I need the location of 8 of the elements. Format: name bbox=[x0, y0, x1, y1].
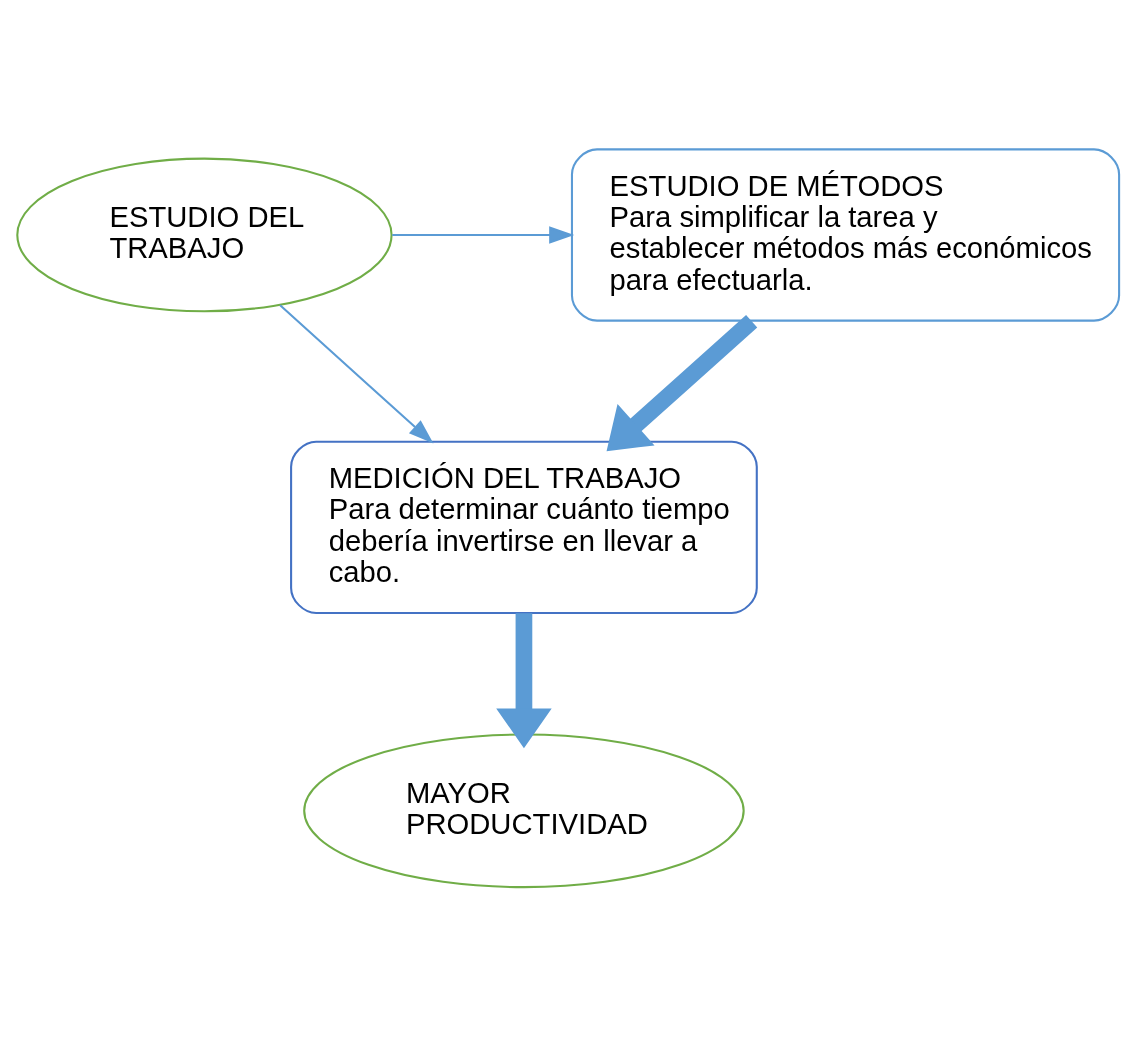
node-ellipse: ESTUDIO DEL TRABAJO bbox=[16, 157, 393, 313]
arrow bbox=[279, 304, 434, 444]
node-ellipse: MAYOR PRODUCTIVIDAD bbox=[303, 733, 745, 889]
node-box: ESTUDIO DE MÉTODOS Para simplificar la tarea y establecer métodos más económicos para efectuarla. bbox=[570, 148, 1121, 322]
arrow bbox=[606, 314, 758, 452]
arrow bbox=[392, 226, 575, 244]
arrow bbox=[496, 613, 552, 749]
node-box: MEDICIÓN DEL TRABAJO Para determinar cuánto tiempo debería invertirse en llevar a cabo. bbox=[290, 440, 758, 614]
